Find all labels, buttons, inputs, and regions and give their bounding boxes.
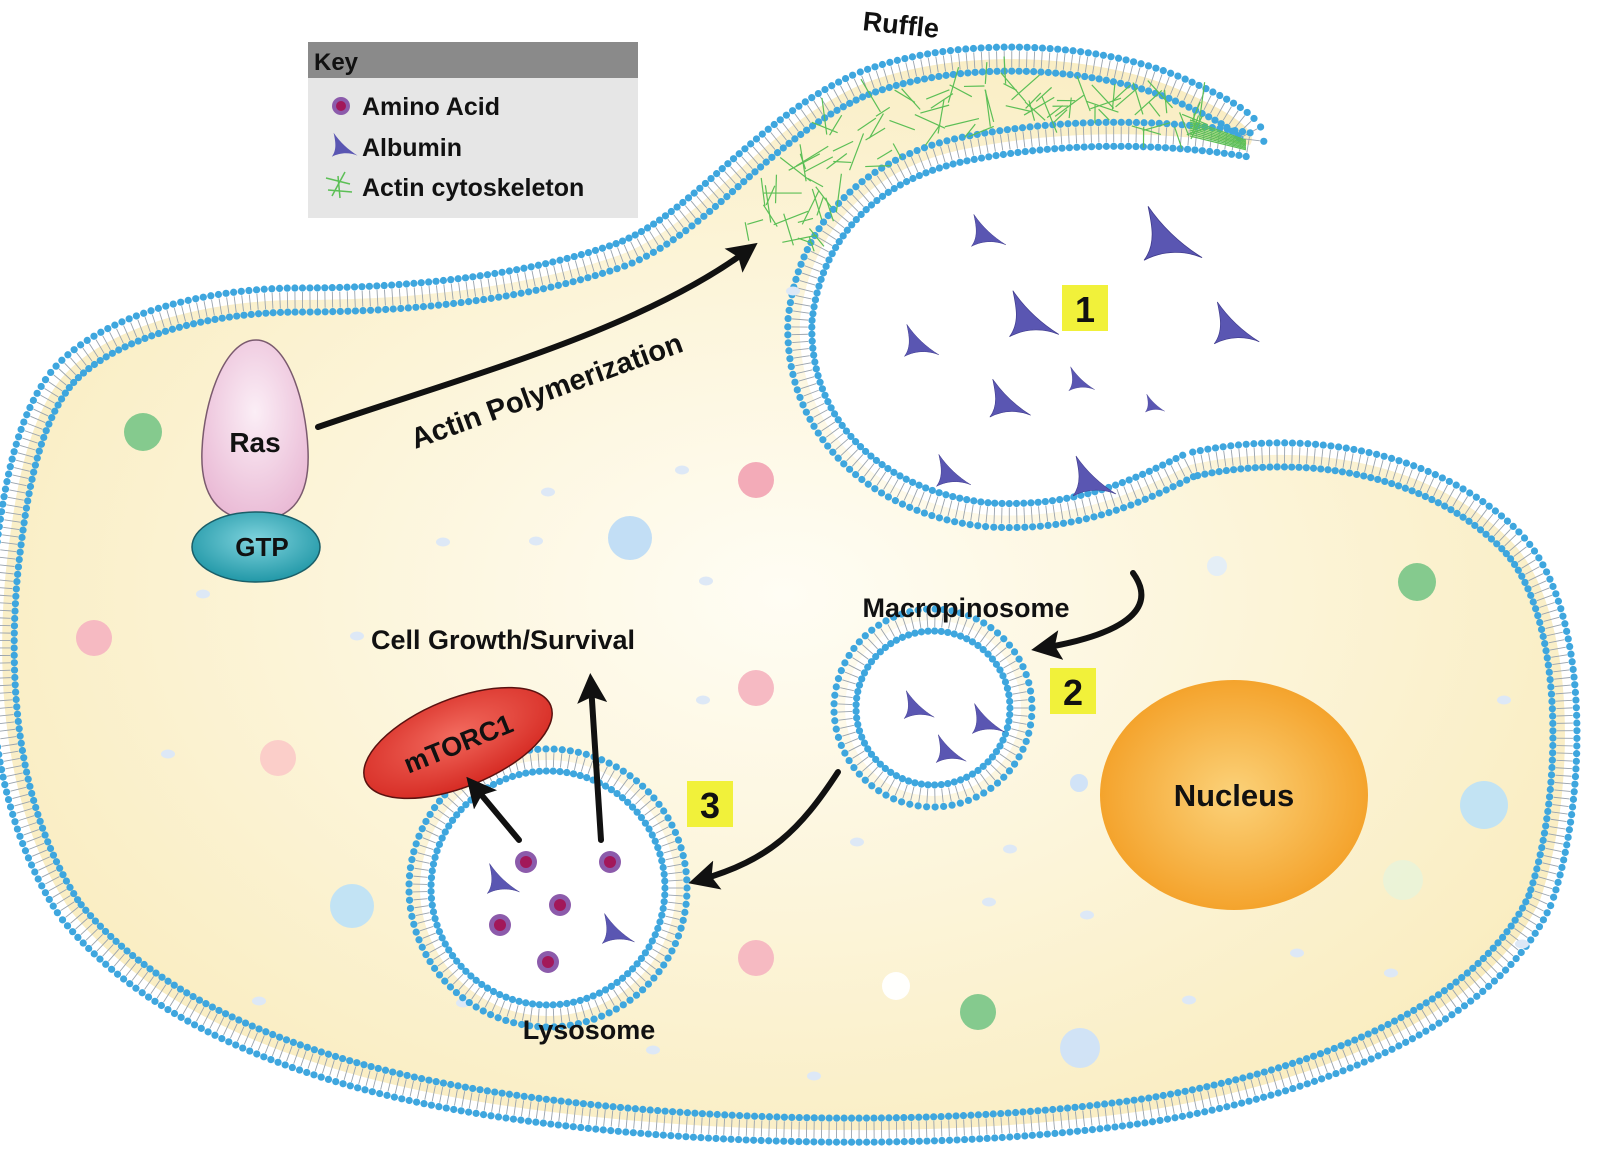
actin-polymerization-arrow (315, 242, 758, 430)
step-badge-2: 2 (1050, 668, 1096, 714)
macropinosome (830, 605, 1036, 811)
cytoplasmic-granules (76, 286, 1529, 1081)
macropinosome-membrane (830, 605, 1036, 811)
cell-growth-survival-label: Cell Growth/Survival (371, 625, 635, 655)
legend-header (308, 42, 638, 78)
ruffle-label: Ruffle (861, 6, 940, 44)
lysosome (405, 745, 691, 1031)
amino-acid-icon (332, 97, 350, 115)
mtorc1-complex: mTORC1 (363, 686, 553, 800)
amino-acid-to-mtorc1-arrow (466, 776, 522, 843)
nucleus-label: Nucleus (1174, 778, 1295, 813)
pathway-arrows (315, 242, 1145, 890)
legend-item-albumin: Albumin (362, 134, 462, 162)
lysosome-label: Lysosome (523, 1015, 656, 1045)
legend-item-amino-acid: Amino Acid (362, 93, 500, 121)
actin-cytoskeleton (744, 56, 1247, 252)
svg-text:1: 1 (1075, 289, 1095, 330)
svg-text:3: 3 (700, 785, 720, 826)
svg-text:2: 2 (1063, 672, 1083, 713)
growth-survival-arrow (577, 673, 608, 843)
ras-label: Ras (229, 427, 280, 458)
gtp-molecule (191, 511, 321, 583)
extracellular-albumin-group (904, 205, 1260, 497)
ruffle-to-macropinosome-arrow (1031, 570, 1145, 660)
nucleus: Nucleus (1100, 680, 1368, 910)
legend-item-actin: Actin cytoskeleton (362, 174, 584, 202)
legend-title: Key (314, 49, 359, 76)
step-badge-3: 3 (687, 781, 733, 827)
cell-membrane (0, 43, 1581, 1146)
nucleus-shape (1100, 680, 1368, 910)
lysosome-contents (486, 851, 635, 973)
step-badge-1: 1 (1062, 285, 1108, 331)
gtp-label: GTP (235, 532, 288, 562)
cytoplasm (2, 59, 1565, 1131)
cell (0, 43, 1581, 1146)
actin-icon (325, 171, 353, 199)
macropinosome-label: Macropinosome (862, 593, 1069, 623)
macropinosome-to-lysosome-arrow (688, 769, 841, 890)
ras-gtp-complex: Ras GTP (191, 339, 321, 583)
legend: Key Amino Acid Albumin Actin cytoskeleto… (308, 42, 638, 218)
